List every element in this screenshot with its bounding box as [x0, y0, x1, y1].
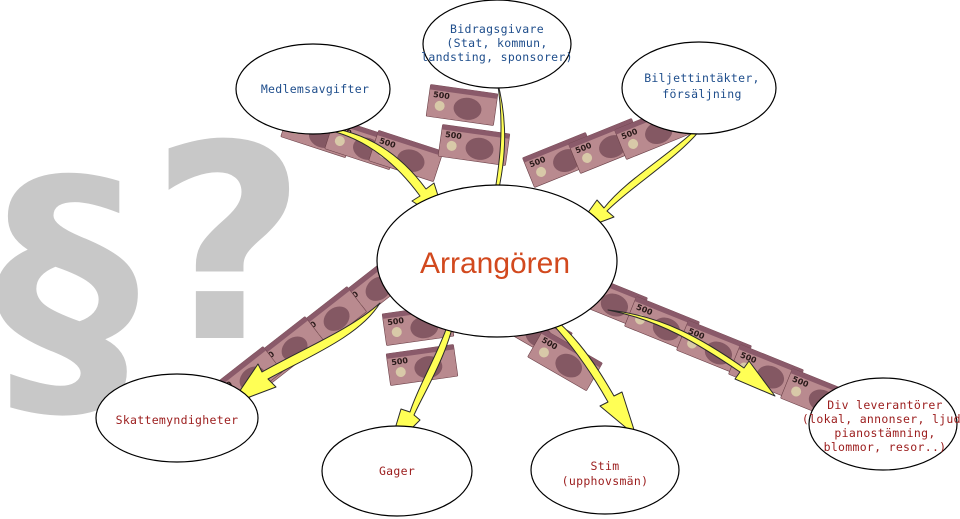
destination-node-div-leverantorer: Div leverantörer (lokal, annonser, ljud,… — [802, 377, 960, 471]
banknote-denomination: 500 — [387, 316, 405, 327]
banknote-image: 500 — [385, 344, 459, 386]
node-label-line: Gager — [379, 464, 415, 478]
node-label-line: blommor, resor..) — [824, 440, 947, 454]
node-label-line: Stim — [591, 459, 620, 473]
center-node-arrangoren: Arrangören — [376, 184, 618, 338]
destination-node-gager: Gager — [321, 425, 473, 517]
banknote-image: 500 — [368, 130, 444, 182]
destination-node-stim: Stim (upphovsmän) — [530, 425, 680, 515]
arrow-arrangoren-to-div-leverantorer — [607, 309, 776, 397]
node-label-line: Medlemsavgifter — [261, 82, 369, 96]
source-node-medlemsavgifter: Medlemsavgifter — [235, 43, 391, 135]
banknote-image: 500 — [425, 84, 499, 126]
banknote-image: 500 — [568, 118, 644, 174]
node-label-line: Div leverantörer — [827, 398, 943, 412]
node-label-line: pianostämning, — [834, 426, 935, 440]
node-label-line: (upphovsmän) — [562, 474, 649, 488]
banknote-denomination: 500 — [433, 90, 451, 101]
destination-node-skattemyndigheter: Skattemyndigheter — [95, 373, 259, 463]
center-label: Arrangören — [420, 247, 570, 280]
node-label-line: landsting, sponsorer) — [421, 50, 573, 64]
node-label-line: Skattemyndigheter — [116, 413, 239, 427]
center-ellipse — [376, 184, 618, 338]
node-label-line: Biljettintäkter, — [644, 71, 760, 85]
node-label-line: (Stat, kommun, — [446, 36, 547, 50]
banknote-denomination: 500 — [391, 356, 409, 367]
banknote-denomination: 500 — [445, 130, 463, 141]
banknote-image: 500 — [437, 124, 511, 166]
node-label-line: (lokal, annonser, ljud, — [802, 412, 960, 426]
source-node-bidragsgivare: Bidragsgivare (Stat, kommun, landsting, … — [421, 0, 573, 89]
source-node-biljettintakter: Biljettintäkter, försäljning — [621, 41, 777, 135]
node-label-line: försäljning — [662, 87, 741, 101]
node-label-line: Bidragsgivare — [450, 22, 544, 36]
